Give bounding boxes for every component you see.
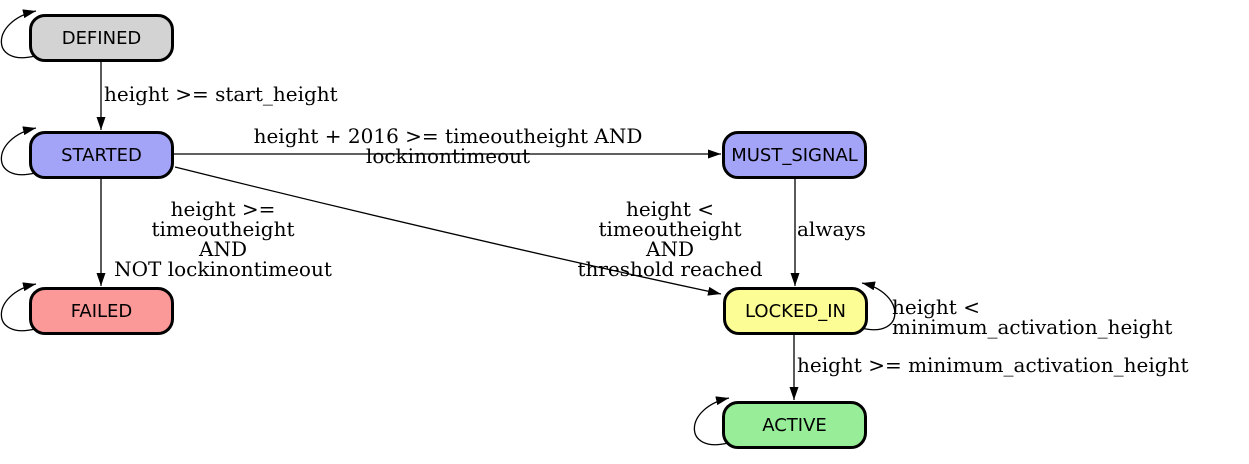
- edge-label-must-signal-to-locked-in: always: [797, 217, 866, 241]
- edge-started-self-loop: [0, 126, 37, 176]
- state-must-signal[interactable]: MUST_SIGNAL: [722, 131, 867, 179]
- edge-label-defined-to-started: height >= start_height: [104, 82, 338, 106]
- state-defined[interactable]: DEFINED: [29, 14, 174, 62]
- edge-failed-self-loop: [0, 282, 37, 332]
- edge-active-self-loop: [693, 396, 730, 446]
- edge-label-started-to-locked-in: height < timeoutheight AND threshold rea…: [577, 197, 763, 281]
- edge-label-locked-in-self-loop: height < minimum_activation_height: [892, 295, 1173, 339]
- edge-label-started-to-failed: height >= timeoutheight AND NOT lockinon…: [114, 197, 332, 281]
- edge-defined-self-loop: [0, 9, 37, 59]
- edge-label-started-to-must-signal: height + 2016 >= timeoutheight AND locki…: [253, 124, 643, 168]
- state-failed[interactable]: FAILED: [29, 287, 174, 335]
- edge-started-to-locked-in: [174, 166, 722, 296]
- edge-locked-in-self-loop: [860, 281, 896, 331]
- state-started[interactable]: STARTED: [29, 131, 174, 179]
- state-active[interactable]: ACTIVE: [722, 401, 867, 449]
- edge-label-locked-in-to-active: height >= minimum_activation_height: [797, 353, 1189, 377]
- state-locked-in[interactable]: LOCKED_IN: [723, 287, 868, 335]
